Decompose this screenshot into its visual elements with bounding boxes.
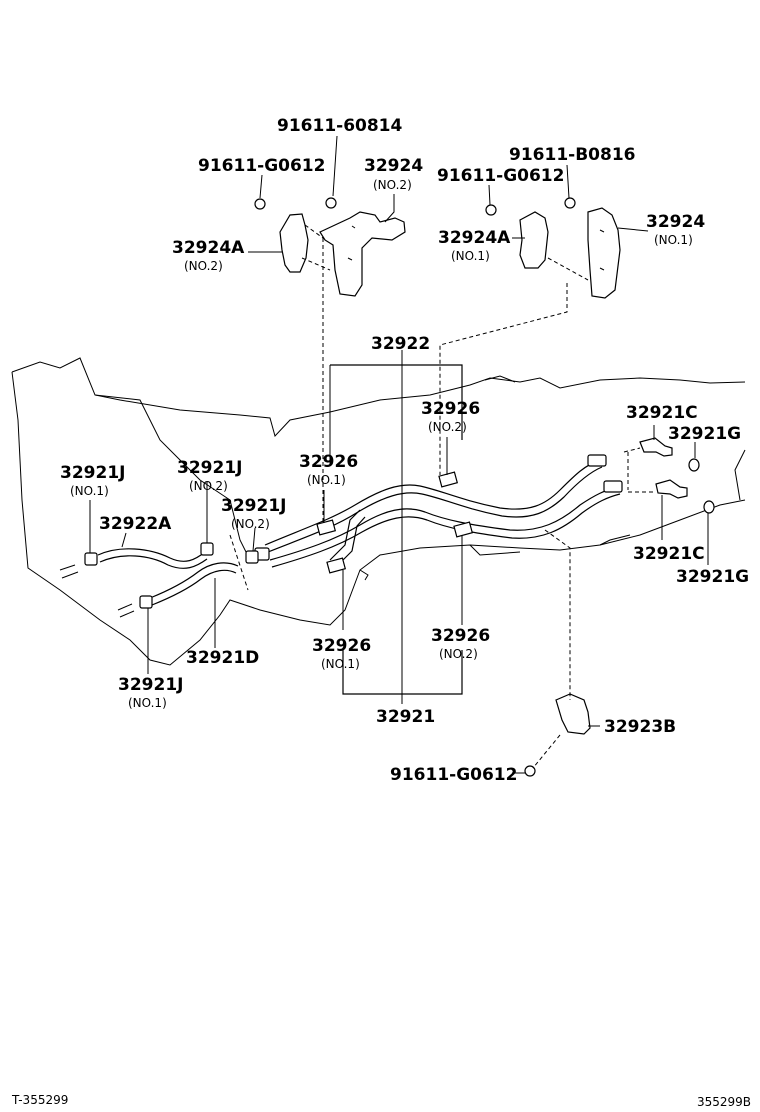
- label-32921g-bottom: 32921G: [676, 567, 749, 587]
- label-32921j-no1-bottom-sub: (NO.1): [128, 696, 167, 710]
- label-32921j-no2-b: 32921J: [221, 496, 286, 516]
- label-91611-g0612-bottom: 91611-G0612: [390, 765, 517, 785]
- clip-32921j-parts: [84, 542, 259, 609]
- label-32924a-no2-sub: (NO.2): [184, 259, 223, 273]
- bracket-32923b-part: [524, 693, 591, 777]
- bracket-parts: [254, 197, 621, 299]
- label-32921j-no2-b-sub: (NO.2): [231, 517, 270, 531]
- label-32924a-no1: 32924A: [438, 228, 511, 248]
- clamp-32926-parts: [316, 471, 474, 574]
- label-32922: 32922: [371, 334, 430, 354]
- label-32921j-no2-a: 32921J: [177, 458, 242, 478]
- label-32921j-no1-top-sub: (NO.1): [70, 484, 109, 498]
- label-32921j-no2-a-sub: (NO.2): [189, 479, 228, 493]
- label-32924-no2-sub: (NO.2): [373, 178, 412, 192]
- label-32921g-top: 32921G: [668, 424, 741, 444]
- label-32922a: 32922A: [99, 514, 172, 534]
- label-32921j-no1-bottom: 32921J: [118, 675, 183, 695]
- label-91611-g0612-left: 91611-G0612: [198, 156, 325, 176]
- footer: T-355299 355299B: [11, 1093, 751, 1109]
- label-32926-bottom-no1-sub: (NO.1): [321, 657, 360, 671]
- union-parts: [639, 437, 715, 514]
- hoses: [97, 548, 239, 606]
- label-32926-top-no2-sub: (NO.2): [428, 420, 467, 434]
- label-32926-top-no1-sub: (NO.1): [307, 473, 346, 487]
- label-32926-bottom-no2-sub: (NO.2): [439, 647, 478, 661]
- transmission-housing-outline: [11, 357, 746, 666]
- label-32924-no2: 32924: [364, 156, 423, 176]
- label-32924-no1: 32924: [646, 212, 705, 232]
- label-32923b: 32923B: [604, 717, 676, 737]
- label-91611-b0816: 91611-B0816: [509, 145, 635, 165]
- label-32926-top-no1: 32926: [299, 452, 358, 472]
- label-32921d: 32921D: [186, 648, 259, 668]
- label-32924-no1-sub: (NO.1): [654, 233, 693, 247]
- label-32921c-bottom: 32921C: [633, 544, 705, 564]
- label-32921c-top: 32921C: [626, 403, 698, 423]
- label-32926-bottom-no1: 32926: [312, 636, 371, 656]
- label-32921j-no1-top: 32921J: [60, 463, 125, 483]
- label-32924a-no1-sub: (NO.1): [451, 249, 490, 263]
- label-32924a-no2: 32924A: [172, 238, 245, 258]
- footer-right-ref: 355299B: [697, 1095, 751, 1109]
- label-91611-60814: 91611-60814: [277, 116, 403, 136]
- leader-lines: [89, 135, 709, 774]
- footer-left-ref: T-355299: [11, 1093, 68, 1107]
- dashed-reference-lines: [229, 224, 656, 769]
- label-91611-g0612-right: 91611-G0612: [437, 166, 564, 186]
- label-32926-top-no2: 32926: [421, 399, 480, 419]
- part-labels: 91611-60814 91611-G0612 32924 (NO.2) 329…: [60, 116, 749, 785]
- label-32921: 32921: [376, 707, 435, 727]
- label-32926-bottom-no2: 32926: [431, 626, 490, 646]
